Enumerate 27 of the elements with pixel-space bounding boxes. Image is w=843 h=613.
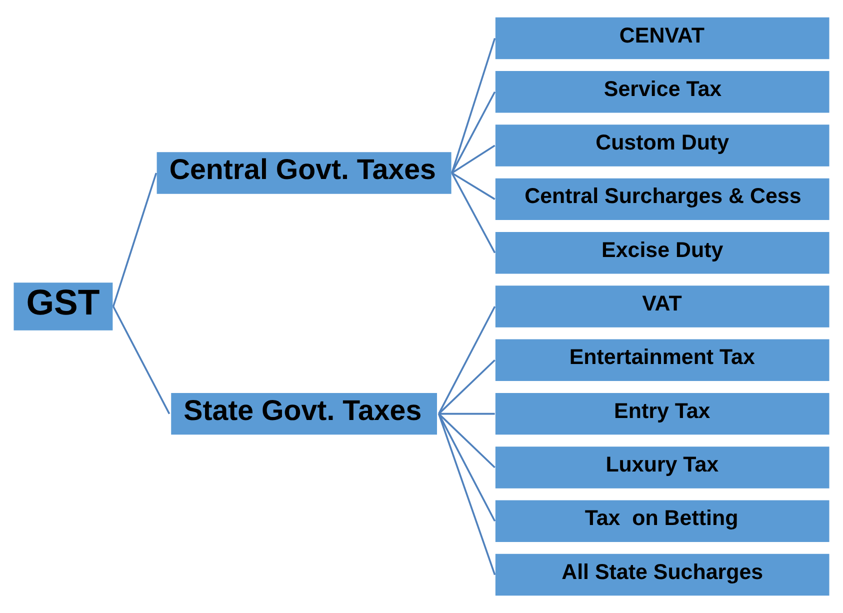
node-box: CENVAT (494, 16, 830, 60)
node-box: VAT (494, 284, 830, 329)
connector (451, 172, 496, 200)
node-box: Luxury Tax (494, 445, 830, 490)
connector (451, 172, 496, 254)
connector (438, 413, 496, 522)
node-box: Entertainment Tax (494, 338, 830, 382)
connector (451, 38, 496, 174)
node-box: Service Tax (494, 70, 830, 114)
connector (438, 306, 496, 414)
node-box: Custom Duty (494, 123, 830, 168)
node-box: Central Govt. Taxes (156, 150, 452, 196)
node-box: GST (12, 281, 114, 332)
connector (438, 413, 496, 468)
node-box: State Govt. Taxes (170, 392, 438, 436)
node-box: Entry Tax (494, 392, 830, 436)
connector (438, 360, 496, 414)
node-box: Central Surcharges & Cess (494, 177, 830, 222)
connector (438, 414, 496, 576)
connector (112, 172, 158, 307)
connector (451, 144, 496, 174)
node-box: Tax on Betting (494, 499, 830, 544)
node-box: All State Sucharges (494, 552, 830, 597)
connector (451, 91, 496, 174)
connector (438, 412, 495, 415)
node-box: Excise Duty (494, 230, 830, 275)
connector (112, 306, 170, 414)
